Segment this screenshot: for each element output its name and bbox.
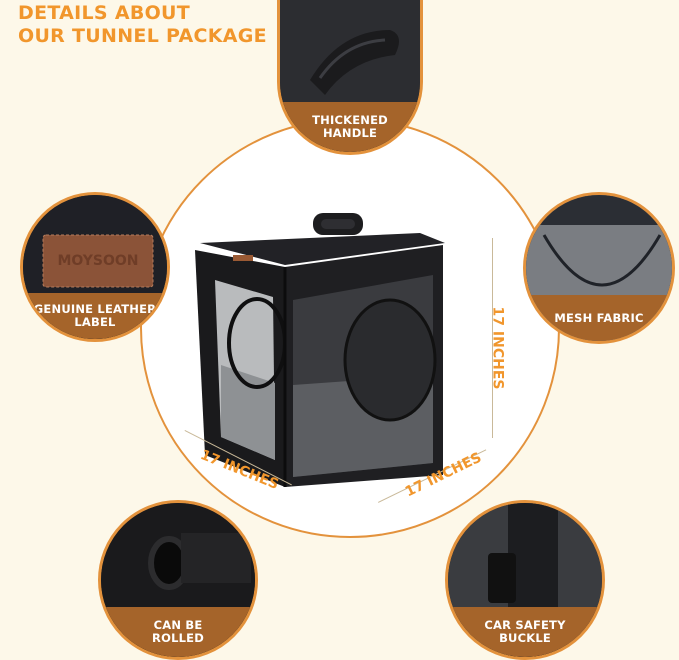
badge-label-line1: CAR SAFETY bbox=[484, 618, 566, 632]
genuine-leather-label-badge: MOYSOON GENUINE LEATHER LABEL bbox=[20, 192, 170, 342]
mesh-fabric-badge: MESH FABRIC bbox=[523, 192, 675, 344]
car-safety-buckle-badge: CAR SAFETY BUCKLE bbox=[445, 500, 605, 660]
badge-label-band: CAR SAFETY BUCKLE bbox=[448, 607, 602, 657]
title-line-2: OUR TUNNEL PACKAGE bbox=[18, 25, 267, 47]
badge-label-band: CAN BE ROLLED bbox=[101, 607, 255, 657]
badge-label-line2: BUCKLE bbox=[499, 631, 551, 645]
badge-label-band: THICKENED HANDLE bbox=[280, 102, 420, 152]
page-title: DETAILS ABOUT OUR TUNNEL PACKAGE bbox=[18, 2, 267, 48]
badge-label-band: GENUINE LEATHER LABEL bbox=[23, 293, 167, 339]
brand-embossing: MOYSOON bbox=[57, 253, 139, 269]
badge-label-line1: CAN BE bbox=[153, 618, 203, 632]
height-dimension-line bbox=[492, 238, 493, 438]
badge-label-line1: MESH FABRIC bbox=[554, 310, 644, 325]
height-dimension-label: 17 INCHES bbox=[489, 306, 506, 390]
badge-label-line1: GENUINE LEATHER bbox=[33, 302, 157, 316]
can-be-rolled-badge: CAN BE ROLLED bbox=[98, 500, 258, 660]
thickened-handle-badge: THICKENED HANDLE bbox=[277, 0, 423, 155]
badge-label-line2: LABEL bbox=[74, 315, 116, 329]
badge-label-line2: HANDLE bbox=[322, 126, 378, 140]
badge-label-line1: THICKENED bbox=[312, 113, 388, 127]
pet-carrier-image bbox=[195, 213, 445, 487]
title-line-1: DETAILS ABOUT bbox=[18, 2, 191, 24]
badge-label-band: MESH FABRIC bbox=[526, 295, 672, 341]
badge-label-line2: ROLLED bbox=[152, 631, 204, 645]
